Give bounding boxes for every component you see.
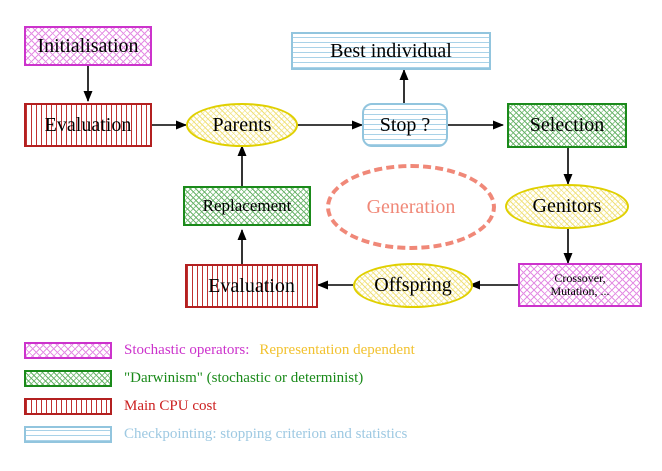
legend-row-stochastic-operators: Stochastic operators: Representation depe… [0, 336, 662, 364]
legend-label-stochastic-operators-alt: Representation dependent [259, 341, 415, 358]
legend-label-stochastic-operators-main: Stochastic operators: [124, 341, 250, 358]
node-replacement[interactable]: Replacement [183, 186, 311, 226]
node-generation-label: Generation [366, 195, 456, 218]
node-initialisation[interactable]: Initialisation [24, 26, 152, 66]
legend-row-main-cpu-cost: Main CPU cost [0, 392, 662, 420]
legend-swatch-red [24, 397, 112, 415]
node-stop-label: Stop ? [379, 113, 431, 136]
legend-row-darwinism: "Darwinism" (stochastic or determinist) [0, 364, 662, 392]
legend-label-stochastic-operators: Stochastic operators: Representation depe… [124, 342, 415, 359]
node-stop[interactable]: Stop ? [362, 103, 448, 147]
node-best-individual[interactable]: Best individual [291, 32, 491, 70]
node-crossover-mutation-label-line1: Crossover, [554, 271, 606, 286]
node-offspring-label: Offspring [374, 274, 452, 296]
node-offspring[interactable]: Offspring [353, 263, 473, 308]
legend-label-darwinism: "Darwinism" (stochastic or determinist) [124, 369, 364, 386]
node-parents[interactable]: Parents [186, 103, 298, 147]
legend-row-checkpointing: Checkpointing: stopping criterion and st… [0, 420, 662, 448]
legend-label-checkpointing: Checkpointing: stopping criterion and st… [124, 425, 408, 442]
node-evaluation-bottom-label: Evaluation [208, 274, 295, 297]
node-evaluation-top[interactable]: Evaluation [24, 103, 152, 147]
node-initialisation-label: Initialisation [37, 34, 139, 57]
legend: Stochastic operators: Representation depe… [0, 336, 662, 448]
node-evaluation-top-label: Evaluation [44, 113, 132, 136]
node-selection-label: Selection [529, 114, 605, 136]
node-evaluation-bottom[interactable]: Evaluation [185, 264, 318, 308]
node-best-individual-label: Best individual [330, 39, 452, 62]
legend-label-main-cpu-cost: Main CPU cost [124, 397, 217, 414]
node-genitors-label: Genitors [532, 195, 602, 217]
legend-swatch-green [24, 369, 112, 387]
legend-swatch-blue [24, 425, 112, 443]
legend-swatch-magenta [24, 341, 112, 359]
node-generation: Generation [326, 164, 496, 250]
node-replacement-label: Replacement [202, 196, 292, 216]
node-selection[interactable]: Selection [507, 103, 627, 148]
node-crossover-mutation[interactable]: Crossover, Mutation, ... [518, 263, 642, 307]
node-genitors[interactable]: Genitors [505, 184, 629, 229]
node-crossover-mutation-label-line2: Mutation, ... [550, 284, 610, 298]
node-parents-label: Parents [212, 113, 272, 136]
